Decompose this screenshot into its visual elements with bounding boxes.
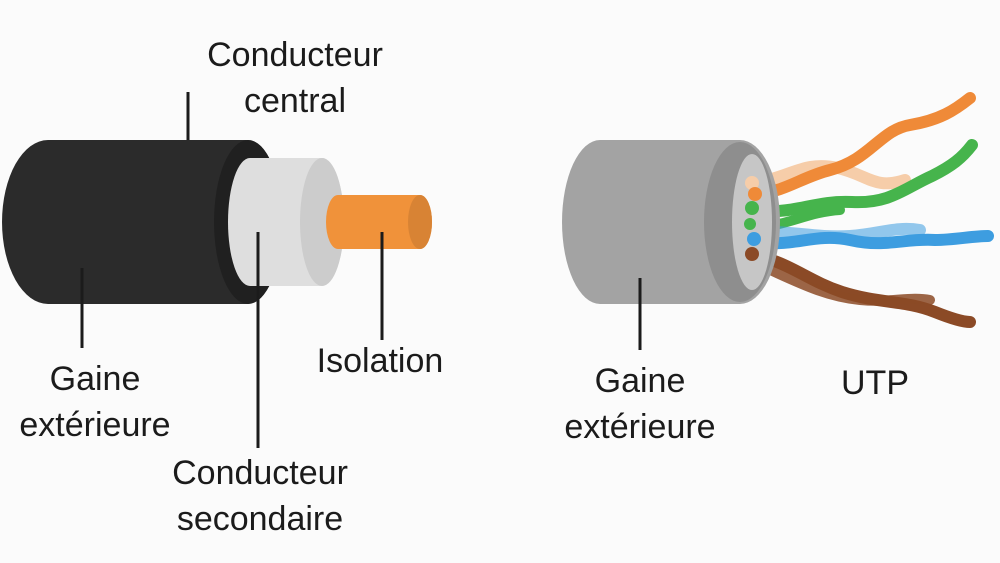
utp-cable xyxy=(562,92,994,328)
label-utp-outer-sheath: Gaine extérieure xyxy=(564,362,716,446)
coax-outer-jacket xyxy=(2,140,282,304)
wire-green xyxy=(744,139,978,217)
label-isolation: Isolation xyxy=(316,342,444,380)
wire-end-green-white xyxy=(744,218,756,230)
label-outer-sheath: Gaine extérieure xyxy=(19,360,171,444)
label-secondary-conductor: Conducteur secondaire xyxy=(172,454,348,538)
wire-end-green xyxy=(745,201,759,215)
wire-end-blue xyxy=(747,232,761,246)
leader-lines xyxy=(80,92,642,448)
wire-end-orange xyxy=(748,187,762,201)
coax-core-face xyxy=(408,195,432,249)
wire-end-orange-white xyxy=(745,176,759,190)
coax-cable xyxy=(2,140,432,304)
label-central-conductor: Conducteur central xyxy=(207,36,383,120)
wire-brown xyxy=(744,248,976,328)
coax-central-core xyxy=(326,195,432,249)
coax-shield-face xyxy=(300,158,344,286)
wire-blue xyxy=(746,230,994,250)
label-utp: UTP xyxy=(841,364,909,402)
wire-orange xyxy=(746,92,976,199)
wire-end-brown xyxy=(745,247,759,261)
wire-brown-white xyxy=(747,257,935,306)
